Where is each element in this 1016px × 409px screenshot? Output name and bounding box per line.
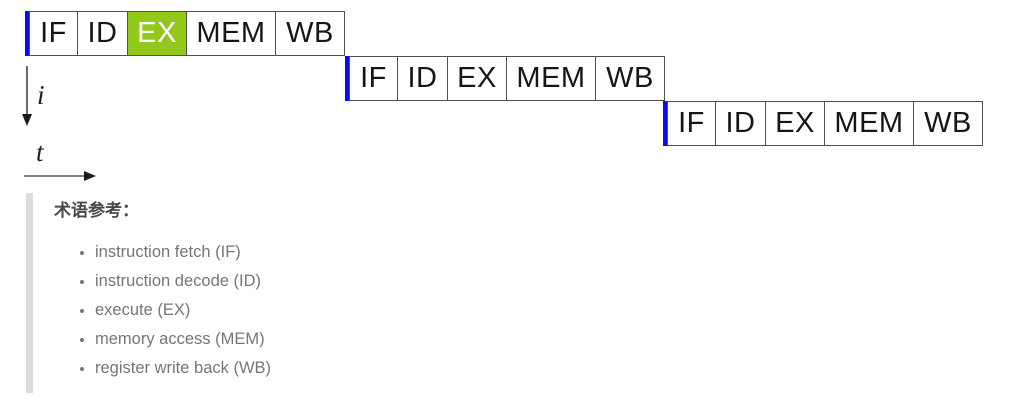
pipeline-row: IF ID EX MEM WB [663,101,983,146]
pipeline-cell: EX [447,56,507,101]
pipeline-cell: ID [77,11,128,56]
pipeline-cell: EX [765,101,825,146]
pipeline-row: IF ID EX MEM WB [345,56,665,101]
terminology-item: memory access (MEM) [95,325,666,354]
terminology-title: 术语参考： [54,201,139,220]
pipeline-cell: MEM [186,11,276,56]
instruction-start-marker [345,56,349,101]
terminology-item: execute (EX) [95,296,666,325]
pipeline-cell: WB [913,101,983,146]
time-axis-label: t [36,137,44,167]
pipeline-cell: ID [715,101,766,146]
terminology-item: instruction decode (ID) [95,267,666,296]
terminology-blockquote: 术语参考： instruction fetch (IF) instruction… [26,193,666,393]
pipeline-cell: ID [397,56,448,101]
terminology-item: register write back (WB) [95,354,666,383]
pipeline-cell: MEM [824,101,914,146]
pipeline-cell-highlighted: EX [127,11,187,56]
pipeline-cell: MEM [506,56,596,101]
instruction-axis-arrow-icon [22,66,32,126]
pipeline-cell: WB [595,56,665,101]
terminology-list: instruction fetch (IF) instruction decod… [54,238,666,383]
pipeline-cell: WB [275,11,345,56]
pipeline-cell: IF [29,11,78,56]
terminology-item: instruction fetch (IF) [95,238,666,267]
pipeline-cell: IF [349,56,398,101]
instruction-axis-label: i [37,80,45,110]
time-axis-arrow-icon [24,171,96,181]
instruction-start-marker [663,101,667,146]
instruction-start-marker [25,11,29,56]
pipeline-row: IF ID EX MEM WB [25,11,345,56]
pipeline-cell: IF [667,101,716,146]
